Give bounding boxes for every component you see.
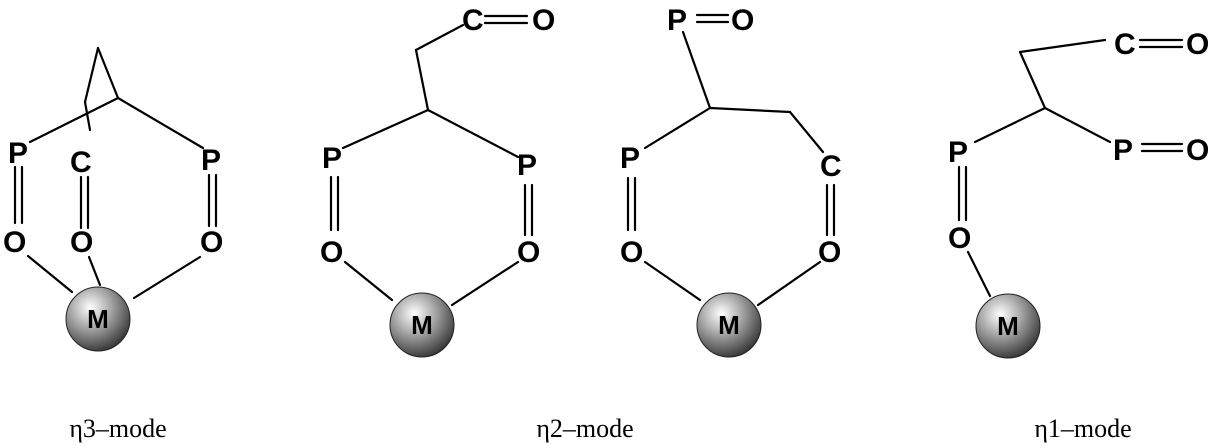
atom-oxygen: O: [1186, 28, 1209, 61]
bond: [414, 48, 430, 112]
atom-metal: M: [87, 304, 109, 334]
atom-metal: M: [718, 310, 740, 340]
structure-eta3: P C P O O O M η3–mode: [3, 46, 223, 443]
atom-oxygen: O: [517, 236, 540, 269]
bond: [450, 260, 520, 307]
caption-eta2: η2–mode: [536, 414, 633, 443]
bond: [426, 108, 520, 159]
atom-carbon: C: [1114, 28, 1136, 61]
bond: [966, 250, 992, 298]
bond: [26, 254, 74, 294]
structure-eta2-alt: P O P C O O M: [620, 4, 842, 358]
metal-center: [975, 293, 1041, 359]
atom-oxygen: O: [320, 236, 343, 269]
atom-phosphorus: P: [620, 142, 640, 175]
atom-metal: M: [997, 311, 1019, 341]
atom-phosphorus: P: [948, 136, 968, 169]
atom-carbon: C: [462, 4, 484, 37]
atom-phosphorus: P: [667, 4, 687, 37]
bond: [83, 46, 100, 104]
bond: [132, 255, 202, 300]
bond: [1018, 38, 1107, 54]
caption-eta1: η1–mode: [1034, 414, 1131, 443]
atom-phosphorus: P: [8, 137, 28, 170]
bond: [643, 106, 712, 150]
atom-phosphorus: P: [322, 142, 342, 175]
bond: [87, 255, 102, 287]
bond: [973, 106, 1047, 144]
atom-oxygen: O: [3, 226, 26, 259]
bond: [756, 260, 822, 307]
structure-eta2: C O P P O O M η2–mode: [320, 4, 634, 443]
caption-eta3: η3–mode: [69, 414, 166, 443]
atom-oxygen: O: [731, 4, 754, 37]
atom-phosphorus: P: [201, 144, 221, 177]
bond: [343, 260, 394, 302]
metal-center: [65, 286, 131, 352]
bond: [28, 96, 120, 144]
bond: [116, 96, 205, 150]
metal-center: [696, 292, 762, 358]
structure-eta1: C O P P O O M η1–mode: [948, 28, 1209, 443]
atom-oxygen: O: [620, 236, 643, 269]
atom-carbon: C: [820, 150, 842, 183]
bond: [414, 23, 465, 52]
bond: [96, 46, 120, 100]
atom-oxygen: O: [818, 236, 841, 269]
atom-phosphorus: P: [517, 149, 537, 182]
bond: [681, 30, 712, 110]
metal-center: [389, 292, 455, 358]
bond: [1018, 50, 1047, 110]
bond: [708, 106, 792, 114]
atom-oxygen: O: [70, 226, 93, 259]
bond: [83, 100, 92, 132]
atom-phosphorus: P: [1113, 134, 1133, 167]
bond: [788, 110, 825, 154]
atom-metal: M: [411, 310, 433, 340]
atom-oxygen: O: [200, 226, 223, 259]
atom-carbon: C: [70, 146, 92, 179]
atom-oxygen: O: [948, 222, 971, 255]
bond: [341, 108, 430, 150]
atom-oxygen: O: [532, 4, 555, 37]
bond: [643, 260, 702, 302]
atom-oxygen: O: [1186, 134, 1209, 167]
bond: [1043, 106, 1112, 144]
